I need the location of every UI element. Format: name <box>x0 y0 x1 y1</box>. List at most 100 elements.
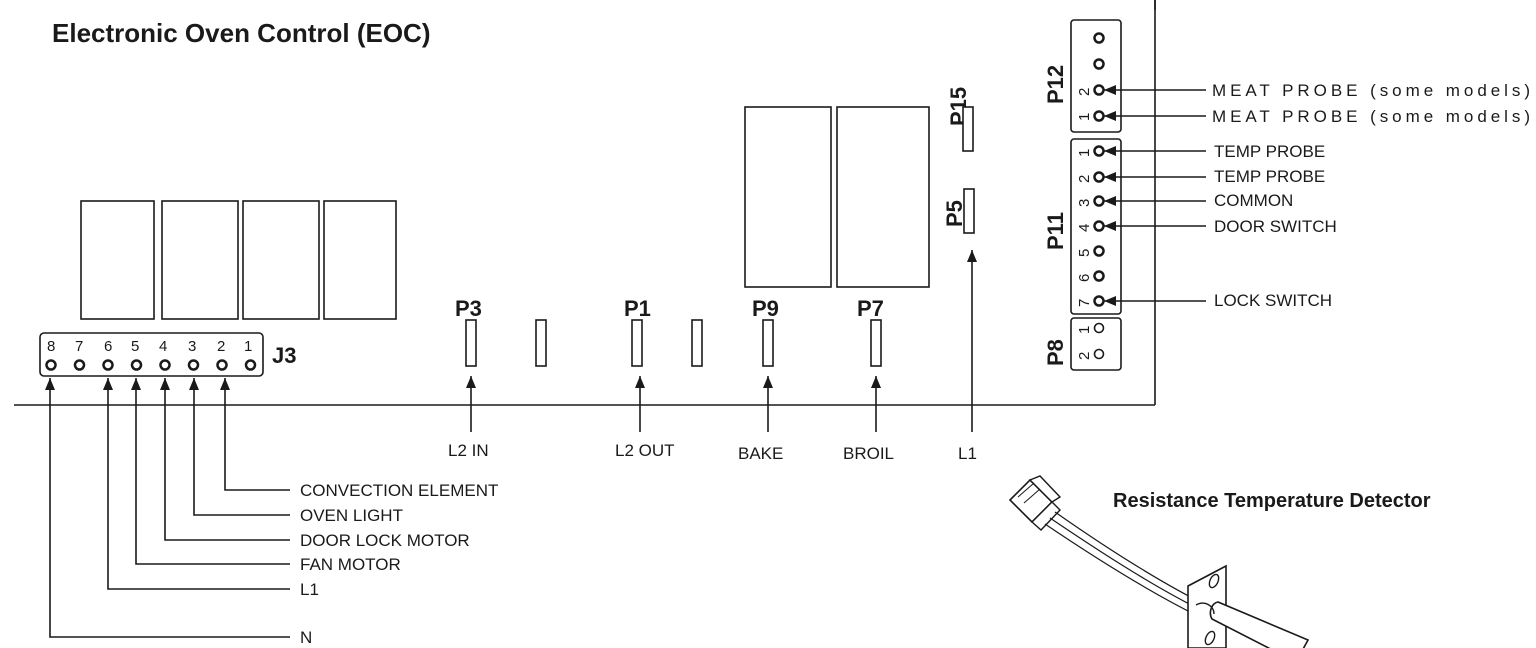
connector-pin <box>1093 32 1105 44</box>
p12-pin-number: 2 <box>1076 88 1093 96</box>
terminal-p5 <box>963 188 975 234</box>
j3-pin-label: 1 <box>244 338 252 355</box>
arrow-head <box>1104 146 1116 156</box>
terminal-label-p1: L2 OUT <box>615 441 675 460</box>
page-title: Electronic Oven Control (EOC) <box>52 18 431 48</box>
p11-label: DOOR SWITCH <box>1214 217 1337 236</box>
p11-pin-number: 4 <box>1076 224 1093 232</box>
connector-pin <box>1093 295 1105 307</box>
p12-housing <box>1070 19 1122 133</box>
p11-label: LOCK SWITCH <box>1214 291 1332 310</box>
p11-name: P11 <box>1043 212 1068 250</box>
connector-pin <box>45 359 57 371</box>
relay-broil <box>836 106 930 288</box>
p11-pin-number: 3 <box>1076 199 1093 207</box>
j3-pin-label: 7 <box>75 338 83 355</box>
connector-pin <box>102 359 114 371</box>
wire-label: L1 <box>300 580 319 599</box>
connector-pin <box>1093 220 1105 232</box>
arrow-head <box>871 376 881 388</box>
arrow-head <box>1104 196 1116 206</box>
wire-convection-element <box>224 378 290 491</box>
p11-pin-number: 2 <box>1076 175 1093 183</box>
arrow-head <box>45 378 55 390</box>
p12-pin-number: 1 <box>1076 113 1093 121</box>
connector-pin <box>216 359 228 371</box>
j3-pin-label: 6 <box>104 338 112 355</box>
spade-terminals: P3 L2 IN P1 L2 OUT P9 BAKE P7 BROIL P15 … <box>448 87 977 463</box>
j3-pin-label: 8 <box>47 338 55 355</box>
relay-3 <box>242 200 320 320</box>
terminal-name-p3: P3 <box>455 296 482 321</box>
arrow-head <box>189 378 199 390</box>
connector-pin <box>1093 84 1105 96</box>
arrow-head <box>1104 221 1116 231</box>
relay-bake <box>744 106 832 288</box>
j3-pin-label: 5 <box>131 338 139 355</box>
wire-label: FAN MOTOR <box>300 555 401 574</box>
wire-label: CONVECTION ELEMENT <box>300 481 498 500</box>
terminal-p9 <box>762 319 774 367</box>
arrow-head <box>1104 85 1116 95</box>
connector-pin <box>244 359 257 371</box>
p11-label: TEMP PROBE <box>1214 142 1325 161</box>
connector-pin <box>1093 171 1105 183</box>
arrow-head <box>103 378 113 390</box>
p11-pin-number: 6 <box>1076 274 1093 282</box>
j3-wires: CONVECTION ELEMENT OVEN LIGHT DOOR LOCK … <box>45 378 498 647</box>
relay-1 <box>80 200 155 320</box>
rtd-mounting-bracket <box>1187 564 1227 648</box>
p8-name: P8 <box>1043 339 1068 366</box>
terminal-unlabeled-1 <box>535 319 547 367</box>
j3-name: J3 <box>272 343 296 368</box>
p11-pin-number: 1 <box>1076 149 1093 157</box>
connector-pin <box>187 359 200 371</box>
rtd-illustration: Resistance Temperature Detector <box>1008 475 1431 648</box>
arrow-head <box>1104 111 1116 121</box>
terminal-unlabeled-2 <box>691 319 703 367</box>
p12-label: MEAT PROBE (some models) <box>1212 81 1530 100</box>
wire-fan-motor <box>135 378 290 565</box>
connector-pin <box>1093 195 1105 207</box>
connector-pin <box>130 359 143 371</box>
p12-name: P12 <box>1043 65 1068 104</box>
p8-pin <box>1093 348 1105 360</box>
wire-door-lock-motor <box>164 378 290 541</box>
terminal-label-p7: BROIL <box>843 444 894 463</box>
rtd-title: Resistance Temperature Detector <box>1113 490 1431 512</box>
wire-label: DOOR LOCK MOTOR <box>300 531 470 550</box>
arrow-head <box>131 378 141 390</box>
terminal-p15 <box>962 106 974 152</box>
p8-pin <box>1093 322 1105 334</box>
p8-housing <box>1070 317 1122 371</box>
j3-pin-label: 3 <box>188 338 196 355</box>
relay-4 <box>323 200 397 320</box>
j3-pin-label: 4 <box>159 338 167 355</box>
connector-pin <box>73 359 86 371</box>
p11-pin-number: 7 <box>1076 299 1093 307</box>
j3-pin-label: 2 <box>217 338 225 355</box>
arrow-head <box>1104 296 1116 306</box>
arrow-head <box>466 376 476 388</box>
terminal-label-p3: L2 IN <box>448 441 489 460</box>
wire-n <box>49 378 290 638</box>
p8-pin-number: 2 <box>1076 352 1093 360</box>
arrow-head <box>635 376 645 388</box>
p12-label: MEAT PROBE (some models) <box>1212 107 1530 126</box>
arrow-head <box>1104 172 1116 182</box>
arrow-head <box>967 250 977 262</box>
p11-label: COMMON <box>1214 191 1293 210</box>
terminal-name-p1: P1 <box>624 296 651 321</box>
connector-pin <box>1093 145 1105 157</box>
arrow-head <box>763 376 773 388</box>
wire-label: N <box>300 628 312 647</box>
p8-pin-number: 1 <box>1076 326 1093 334</box>
rtd-connector-plug-icon <box>1008 475 1062 531</box>
terminal-name-p5: P5 <box>942 200 967 227</box>
connector-pin <box>1093 110 1105 122</box>
terminal-p1 <box>631 319 643 367</box>
terminal-p3 <box>465 319 477 367</box>
terminal-label-p9: BAKE <box>738 444 783 463</box>
